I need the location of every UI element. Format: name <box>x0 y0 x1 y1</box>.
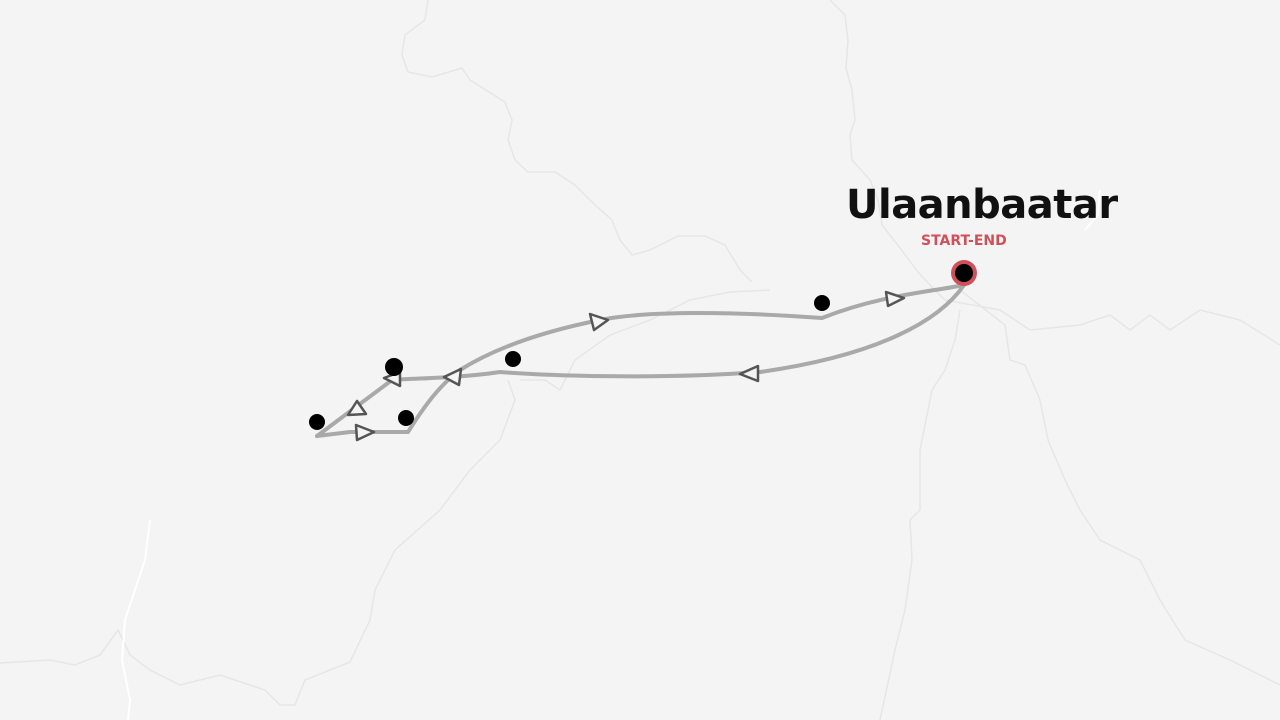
start-end-label: START-END <box>921 233 1007 249</box>
route-return <box>315 283 966 438</box>
arrow-right-icon <box>884 290 906 308</box>
city-label: Ulaanbaatar <box>846 182 1118 228</box>
arrow-left-icon <box>738 364 760 383</box>
arrow-down-left-icon <box>346 399 368 417</box>
stop-marker[interactable] <box>398 410 414 426</box>
start-end-dot[interactable] <box>955 264 973 282</box>
stop-marker[interactable] <box>505 351 521 367</box>
route-outbound <box>315 283 966 438</box>
stop-marker[interactable] <box>385 358 403 376</box>
arrow-right-icon <box>354 423 376 442</box>
stops <box>309 260 977 430</box>
rivers <box>120 189 1101 720</box>
arrow-right-icon <box>588 312 610 332</box>
arrow-left-icon <box>442 367 463 387</box>
route <box>315 283 966 438</box>
stop-marker[interactable] <box>309 414 325 430</box>
stop-marker[interactable] <box>814 295 830 311</box>
